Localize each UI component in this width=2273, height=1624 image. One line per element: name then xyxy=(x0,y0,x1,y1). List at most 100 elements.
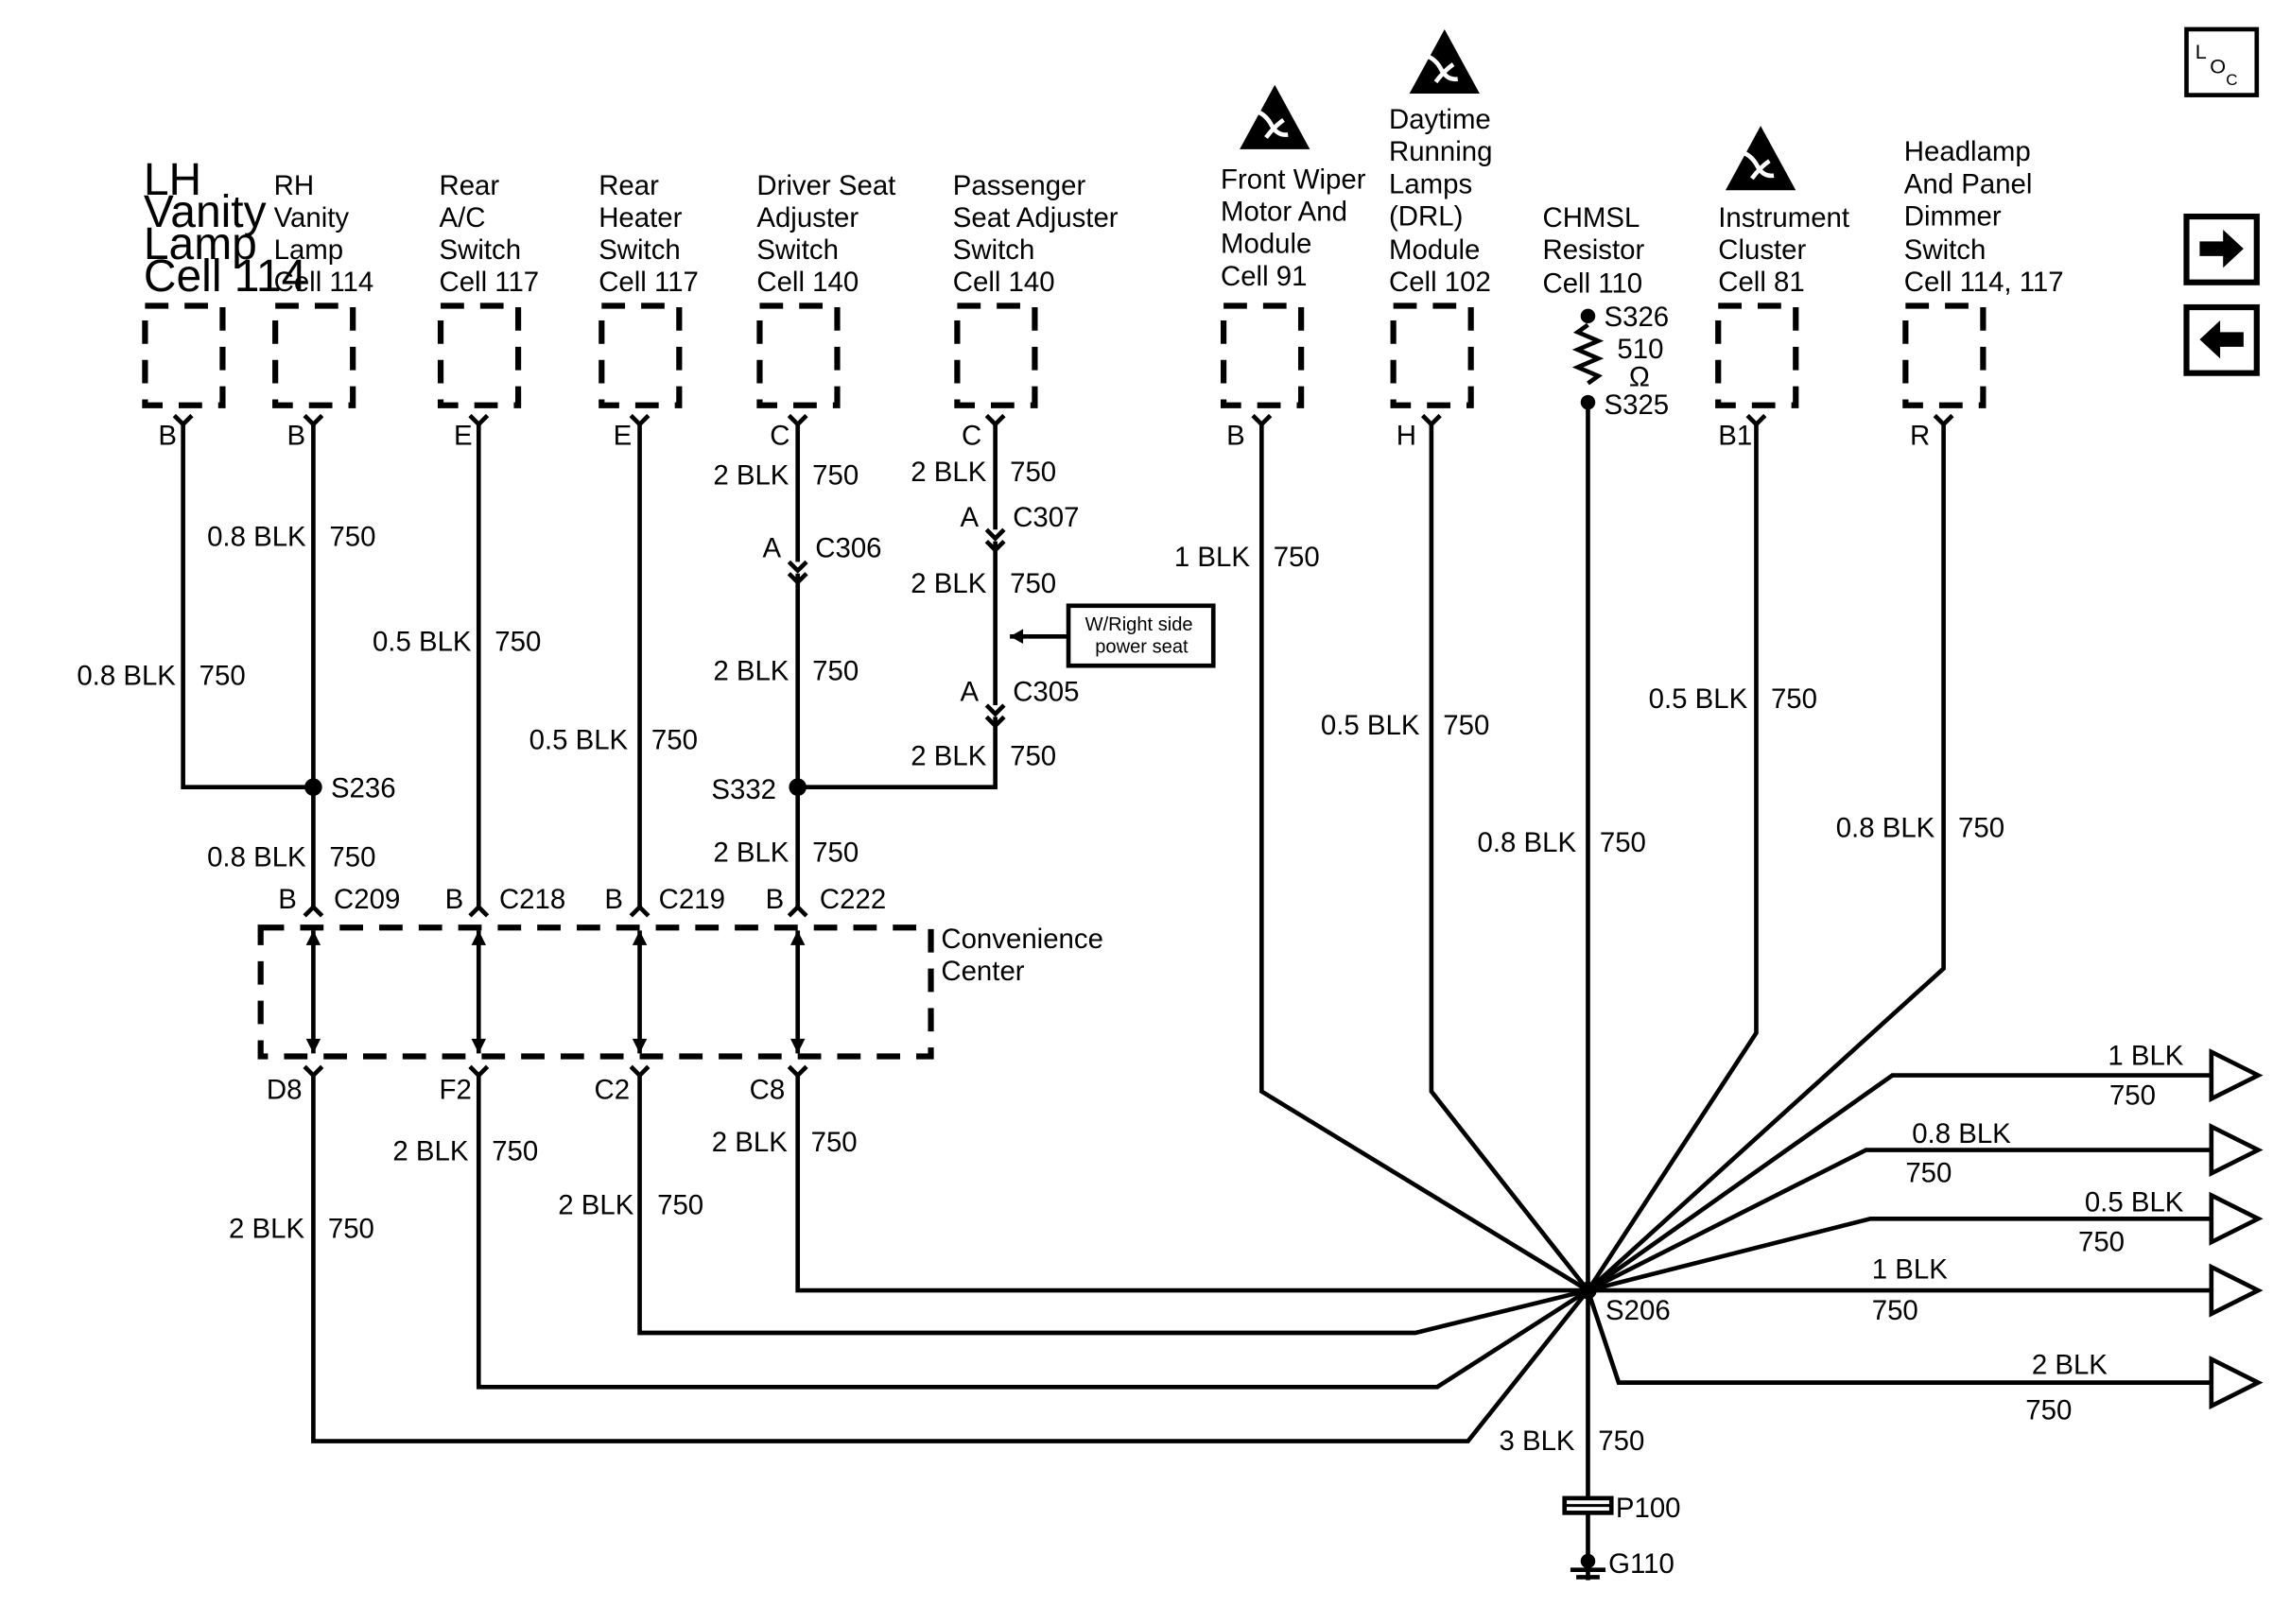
svg-text:1 BLK: 1 BLK xyxy=(1872,1254,1948,1286)
connector-labels: A C306 A C307 A C305 B C209 B C218 B C21… xyxy=(278,502,1079,915)
svg-text:750: 750 xyxy=(1958,812,2004,843)
svg-text:C8: C8 xyxy=(750,1074,786,1105)
pin-label: E xyxy=(454,421,473,452)
svg-text:750: 750 xyxy=(495,627,541,658)
svg-text:750: 750 xyxy=(200,660,246,691)
convenience-center-pins: D8 F2 C2 C8 xyxy=(267,1074,785,1105)
svg-text:2 BLK: 2 BLK xyxy=(713,656,789,687)
svg-text:750: 750 xyxy=(812,656,859,687)
svg-text:750: 750 xyxy=(811,1127,858,1158)
svg-text:2 BLK: 2 BLK xyxy=(713,459,789,491)
svg-text:0.5 BLK: 0.5 BLK xyxy=(1321,710,1420,741)
splice-label: S326 xyxy=(1605,302,1670,333)
svg-text:C: C xyxy=(2226,71,2237,89)
lh-vanity-label: LH Vanity Lamp Cell 114 xyxy=(144,155,306,302)
splice-dots xyxy=(304,778,1597,1300)
svg-text:C306: C306 xyxy=(815,533,881,564)
svg-text:750: 750 xyxy=(1010,457,1056,488)
ground-plug-icon xyxy=(1562,1495,1614,1515)
note-box-text: W/Right side power seat xyxy=(1085,614,1199,657)
svg-text:C2: C2 xyxy=(595,1074,631,1105)
output-labels: 1 BLK 750 0.8 BLK 750 0.5 BLK 750 1 BLK … xyxy=(1872,1041,2184,1426)
svg-text:2 BLK: 2 BLK xyxy=(229,1213,304,1244)
arrow-left-icon xyxy=(2199,320,2244,359)
svg-text:2 BLK: 2 BLK xyxy=(713,838,789,869)
svg-text:750: 750 xyxy=(657,1190,703,1221)
note-arrow-icon xyxy=(1010,629,1024,645)
chmsl-resistor: S326 510 Ω S325 xyxy=(1571,302,1670,421)
svg-text:750: 750 xyxy=(329,841,375,872)
loc-button[interactable]: L O C xyxy=(2184,26,2260,97)
svg-text:750: 750 xyxy=(1598,1425,1644,1457)
svg-text:2 BLK: 2 BLK xyxy=(911,740,986,771)
pin-label: B1 xyxy=(1718,421,1752,452)
svg-text:C222: C222 xyxy=(820,884,886,915)
svg-text:2 BLK: 2 BLK xyxy=(558,1190,633,1221)
svg-text:750: 750 xyxy=(1010,740,1056,771)
svg-text:O: O xyxy=(2210,54,2226,78)
svg-text:0.5 BLK: 0.5 BLK xyxy=(373,627,472,658)
svg-text:A: A xyxy=(960,502,979,533)
plug-label: P100 xyxy=(1616,1493,1681,1524)
component-boxes xyxy=(142,302,1987,408)
pin-label: E xyxy=(614,421,633,452)
esd-warning-icon xyxy=(1240,85,1310,149)
svg-text:A: A xyxy=(960,676,979,707)
svg-text:F2: F2 xyxy=(439,1074,471,1105)
svg-text:L: L xyxy=(2195,40,2207,63)
arrow-right-icon xyxy=(2199,229,2244,268)
resistance-value: 510 xyxy=(1617,334,1663,365)
svg-text:C209: C209 xyxy=(334,884,400,915)
svg-text:C219: C219 xyxy=(659,884,725,915)
svg-text:0.5 BLK: 0.5 BLK xyxy=(1649,683,1748,715)
drl-label: Daytime Running Lamps (DRL) Module Cell … xyxy=(1389,104,1501,298)
svg-text:750: 750 xyxy=(329,521,375,552)
pin-label: R xyxy=(1910,421,1930,452)
pin-labels: B B E E C C B H B1 R xyxy=(158,421,1930,452)
wire-labels: 0.8 BLK 750 0.8 BLK 750 0.8 BLK 750 0.5 … xyxy=(77,457,2004,1457)
svg-text:750: 750 xyxy=(651,724,698,755)
svg-text:750: 750 xyxy=(1443,710,1489,741)
convenience-center-internal xyxy=(311,930,801,1054)
pin-label: C xyxy=(962,421,981,452)
instrument-cluster-label: Instrument Cluster Cell 81 xyxy=(1718,202,1857,298)
rear-ac-label: Rear A/C Switch Cell 117 xyxy=(439,170,539,298)
svg-text:750: 750 xyxy=(2025,1394,2072,1425)
resistance-unit: Ω xyxy=(1629,362,1650,393)
esd-warning-icon xyxy=(1726,126,1796,190)
splice-label: S325 xyxy=(1605,389,1670,421)
svg-text:C307: C307 xyxy=(1013,502,1079,533)
svg-text:B: B xyxy=(445,884,464,915)
svg-text:750: 750 xyxy=(812,838,859,869)
svg-text:B: B xyxy=(604,884,623,915)
svg-text:750: 750 xyxy=(2078,1226,2125,1257)
note-box xyxy=(1066,603,1216,668)
svg-text:0.8 BLK: 0.8 BLK xyxy=(77,660,176,691)
svg-text:1 BLK: 1 BLK xyxy=(1174,542,1250,573)
svg-text:750: 750 xyxy=(2109,1080,2156,1112)
output-arrow-icons xyxy=(2209,1048,2264,1410)
svg-text:D8: D8 xyxy=(267,1074,303,1105)
previous-page-button[interactable] xyxy=(2183,303,2260,376)
svg-text:B: B xyxy=(766,884,785,915)
svg-text:0.8 BLK: 0.8 BLK xyxy=(1478,827,1577,858)
next-page-button[interactable] xyxy=(2183,213,2260,285)
svg-text:A: A xyxy=(763,533,782,564)
passenger-seat-label: Passenger Seat Adjuster Switch Cell 140 xyxy=(953,170,1126,298)
svg-text:B: B xyxy=(278,884,297,915)
esd-warning-icon xyxy=(1410,29,1480,94)
ground-label: G110 xyxy=(1608,1548,1674,1580)
chmsl-label: CHMSL Resistor Cell 110 xyxy=(1542,202,1652,300)
pin-label: B xyxy=(158,421,177,452)
svg-text:0.8 BLK: 0.8 BLK xyxy=(1836,812,1935,843)
svg-text:750: 750 xyxy=(1010,568,1056,599)
svg-text:750: 750 xyxy=(328,1213,374,1244)
svg-text:2 BLK: 2 BLK xyxy=(2032,1349,2108,1380)
svg-text:750: 750 xyxy=(1274,542,1320,573)
splice-label: S236 xyxy=(331,773,396,804)
driver-seat-label: Driver Seat Adjuster Switch Cell 140 xyxy=(756,170,903,298)
inline-connectors xyxy=(303,527,1006,1079)
svg-text:750: 750 xyxy=(492,1135,538,1166)
convenience-center-label: Convenience Center xyxy=(941,924,1111,987)
